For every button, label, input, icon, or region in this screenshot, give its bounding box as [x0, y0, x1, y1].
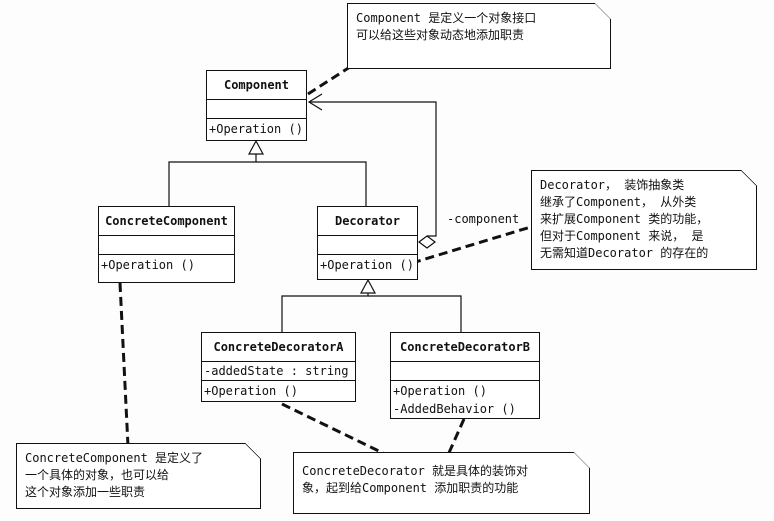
class-operation: +Operation () — [204, 384, 298, 398]
class-concrete-component: ConcreteComponent +Operation () — [98, 206, 235, 283]
class-operations: +Operation () — [207, 119, 306, 138]
class-concrete-decorator-a: ConcreteDecoratorA -addedState : string … — [201, 332, 356, 402]
class-name: Component — [207, 71, 306, 100]
note-component: Component 是定义一个对象接口 可以给这些对象动态地添加职责 — [347, 3, 611, 69]
class-operation: +Operation () — [209, 122, 303, 136]
aggregation-diamond — [418, 235, 436, 249]
inheritance-arrow-decorator — [359, 278, 377, 294]
note-anchor-concrete-decorator-a — [281, 402, 388, 457]
association-label: -component — [447, 212, 520, 226]
class-decorator: Decorator +Operation () — [317, 206, 418, 280]
class-operation: +Operation () — [101, 258, 195, 272]
class-attributes — [391, 362, 539, 381]
inheritance-line-concrete-component — [168, 154, 257, 206]
class-operations: +Operation () — [202, 381, 355, 400]
aggregation-line — [310, 101, 437, 237]
class-component: Component +Operation () — [206, 70, 307, 141]
class-attributes — [318, 236, 417, 255]
class-attribute: -addedState : string — [204, 364, 349, 378]
inheritance-line-decorator-a — [281, 293, 369, 332]
class-operations: +Operation () — [99, 255, 234, 274]
class-attributes: -addedState : string — [202, 362, 355, 381]
note-anchor-concrete-decorator-b — [446, 418, 466, 456]
class-operation: +Operation () — [320, 258, 414, 272]
aggregation-arrowhead — [307, 93, 323, 111]
inheritance-arrow-component — [247, 139, 265, 155]
note-decorator: Decorator， 装饰抽象类 继承了Component， 从外类 来扩展Co… — [531, 170, 757, 270]
class-concrete-decorator-b: ConcreteDecoratorB +Operation () -AddedB… — [390, 332, 540, 419]
note-anchor-concrete-component — [118, 282, 130, 447]
class-name: ConcreteDecoratorB — [391, 333, 539, 362]
class-operation: +Operation () — [393, 384, 487, 398]
class-name: ConcreteDecoratorA — [202, 333, 355, 362]
note-anchor-decorator — [411, 224, 535, 265]
class-operations: +Operation () -AddedBehavior () — [391, 381, 539, 418]
inheritance-line-decorator — [256, 161, 367, 206]
class-operation: -AddedBehavior () — [393, 402, 516, 416]
class-name: Decorator — [318, 207, 417, 236]
class-operations: +Operation () — [318, 255, 417, 274]
note-concrete-component: ConcreteComponent 是定义了 一个具体的对象，也可以给 这个对象… — [16, 443, 261, 509]
inheritance-line-decorator-b — [368, 295, 462, 332]
class-attributes — [207, 100, 306, 119]
note-concrete-decorator: ConcreteDecorator 就是具体的装饰对 象，起到给Componen… — [293, 452, 590, 514]
class-name: ConcreteComponent — [99, 207, 234, 236]
class-attributes — [99, 236, 234, 255]
